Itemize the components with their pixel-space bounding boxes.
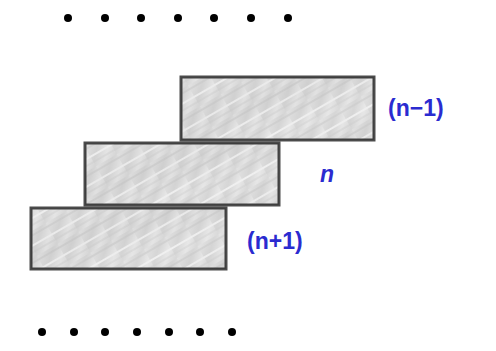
dot-row bbox=[64, 14, 292, 22]
layer-label: n bbox=[320, 163, 334, 186]
layer-label: (n−1) bbox=[388, 97, 444, 120]
layer-label: (n+1) bbox=[247, 230, 303, 253]
dot-row bbox=[38, 328, 236, 336]
slab bbox=[31, 77, 374, 269]
